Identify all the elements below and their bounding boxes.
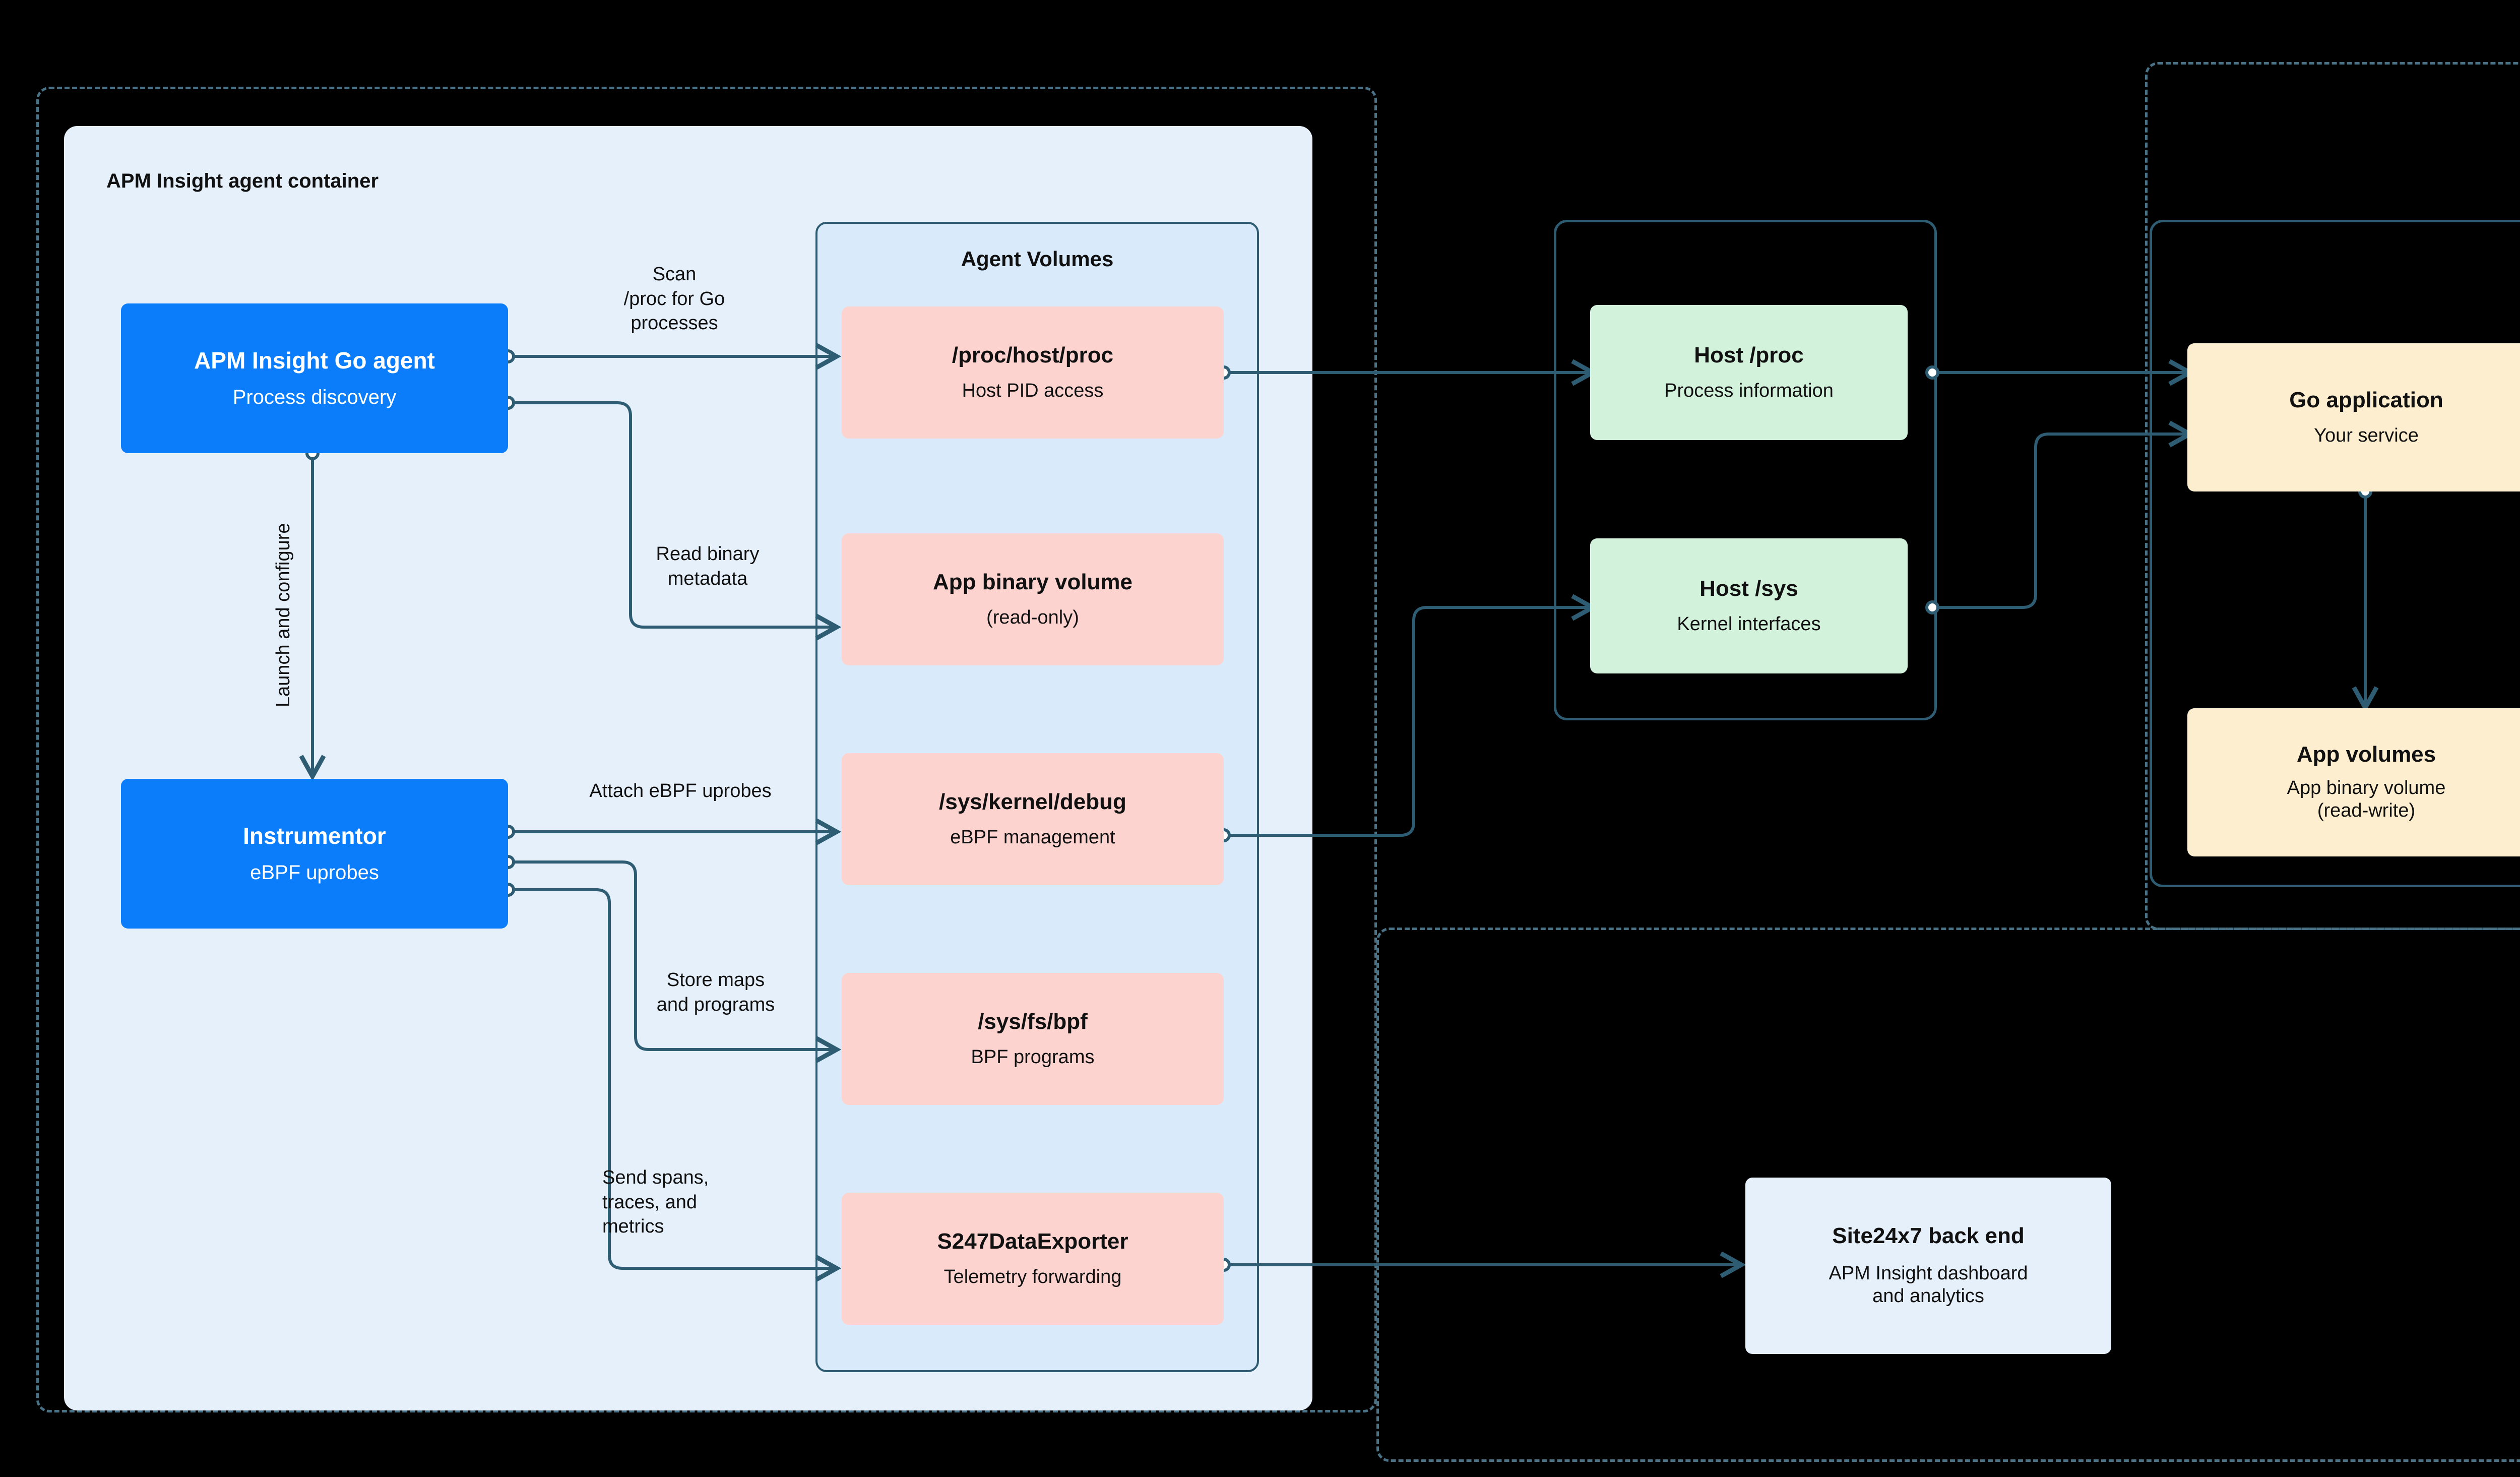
- edge-instrumentor-to-exporter: [507, 888, 837, 1268]
- node-go-application[interactable]: Go application Your service: [2187, 343, 2520, 491]
- edge-label-attach-uprobes: Attach eBPF uprobes: [589, 780, 772, 802]
- edge-label-scan-proc: Scan /proc for Go processes: [623, 264, 725, 334]
- node-title: Site24x7 back end: [1832, 1223, 2025, 1249]
- host-group-panel: [1554, 220, 1937, 720]
- node-subtitle: eBPF management: [950, 826, 1115, 848]
- node-title: /sys/fs/bpf: [978, 1009, 1088, 1034]
- app-group-panel: [2150, 220, 2520, 887]
- node-subtitle: APM Insight dashboard and analytics: [1829, 1262, 2028, 1307]
- node-subtitle: (read-only): [986, 606, 1079, 628]
- node-title: Instrumentor: [243, 823, 386, 849]
- edge-instrumentor-to-bpf: [507, 860, 837, 1050]
- node-instrumentor[interactable]: Instrumentor eBPF uprobes: [121, 779, 508, 929]
- node-title: S247DataExporter: [937, 1228, 1128, 1254]
- node-subtitle: eBPF uprobes: [250, 861, 379, 884]
- dashed-container-top: [36, 87, 1377, 1412]
- node-title: /proc/host/proc: [952, 342, 1114, 367]
- node-subtitle: BPF programs: [971, 1046, 1095, 1068]
- edge-label-store-maps: Store maps and programs: [656, 969, 775, 1015]
- node-title: Host /sys: [1699, 576, 1798, 601]
- dashed-container-bottom: [1376, 928, 2520, 1462]
- node-host-sys[interactable]: Host /sys Kernel interfaces: [1590, 538, 1908, 673]
- node-title: App volumes: [2296, 742, 2436, 767]
- node-proc-host-proc[interactable]: /proc/host/proc Host PID access: [842, 306, 1224, 439]
- node-title: App binary volume: [932, 569, 1133, 594]
- edge-label-read-binary: Read binary metadata: [656, 543, 760, 589]
- node-subtitle: App binary volume (read-write): [2287, 777, 2446, 822]
- node-sys-fs-bpf[interactable]: /sys/fs/bpf BPF programs: [842, 973, 1224, 1105]
- node-subtitle: Process discovery: [232, 386, 397, 408]
- node-s247-data-exporter[interactable]: S247DataExporter Telemetry forwarding: [842, 1193, 1224, 1325]
- edge-kdebug-to-host-sys: [1222, 607, 1593, 837]
- node-subtitle: Host PID access: [962, 380, 1104, 401]
- edge-label-launch-configure: Launch and configure: [273, 523, 294, 707]
- node-title: Host /proc: [1694, 342, 1804, 367]
- node-subtitle: Your service: [2314, 424, 2419, 446]
- endpoint-dot: [1925, 365, 1939, 380]
- node-title: /sys/kernel/debug: [939, 789, 1126, 814]
- node-title: Go application: [2289, 387, 2443, 412]
- edge-label-send-spans: Send spans, traces, and metrics: [602, 1167, 709, 1238]
- edge-host-sys-to-goapp: [1931, 434, 2190, 609]
- node-app-volumes[interactable]: App volumes App binary volume (read-writ…: [2187, 708, 2520, 856]
- node-apm-insight-go-agent[interactable]: APM Insight Go agent Process discovery: [121, 303, 508, 453]
- node-site24x7-backend[interactable]: Site24x7 back end APM Insight dashboard …: [1745, 1178, 2111, 1354]
- node-host-proc[interactable]: Host /proc Process information: [1590, 305, 1908, 440]
- node-subtitle: Kernel interfaces: [1677, 613, 1821, 635]
- node-subtitle: Process information: [1664, 380, 1834, 401]
- agent-container-title: APM Insight agent container: [106, 170, 379, 192]
- node-title: APM Insight Go agent: [194, 347, 435, 374]
- edge-go-agent-to-appbin: [507, 401, 837, 627]
- node-app-binary-volume[interactable]: App binary volume (read-only): [842, 533, 1224, 665]
- endpoint-dot: [1925, 600, 1939, 614]
- node-sys-kernel-debug[interactable]: /sys/kernel/debug eBPF management: [842, 753, 1224, 885]
- agent-volumes-title: Agent Volumes: [961, 247, 1114, 271]
- node-subtitle: Telemetry forwarding: [943, 1266, 1122, 1287]
